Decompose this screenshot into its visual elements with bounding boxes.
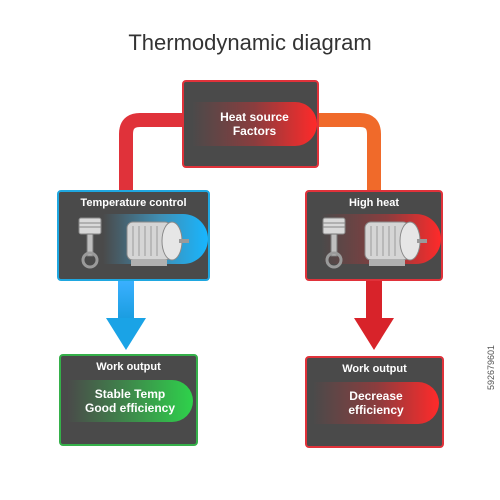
piston-motor-hot-icon <box>322 217 427 269</box>
heat-source-box: Heat source Factors <box>182 80 319 168</box>
connector-right <box>319 113 381 190</box>
heat-source-pill: Heat source Factors <box>192 102 317 146</box>
work-output-right-box: Work output Decrease efficiency <box>305 356 444 448</box>
work-output-left-label: Work output <box>96 361 161 373</box>
arrow-down-hot <box>354 281 394 350</box>
work-output-right-line2: efficiency <box>348 403 404 417</box>
work-output-right-label: Work output <box>342 363 407 375</box>
high-heat-box: High heat <box>305 190 443 281</box>
temperature-control-label: Temperature control <box>80 197 187 209</box>
temperature-control-box: Temperature control <box>57 190 210 281</box>
work-output-left-box: Work output Stable Temp Good efficiency <box>59 354 198 446</box>
work-output-right-pill: Decrease efficiency <box>313 382 439 424</box>
motor-icon <box>126 221 189 266</box>
work-output-left-line2: Good efficiency <box>84 401 176 415</box>
piston-icon <box>78 217 102 269</box>
work-output-left-line1: Stable Temp <box>94 386 166 401</box>
motor-icon <box>364 221 427 266</box>
connector-left <box>119 113 182 190</box>
piston-motor-icon <box>78 217 189 269</box>
piston-icon <box>322 217 346 269</box>
heat-source-line2: Factors <box>232 124 277 138</box>
stock-id: 592679601 <box>486 344 496 390</box>
heat-source-line1: Heat source <box>220 109 289 124</box>
work-output-right-line1: Decrease <box>349 388 403 403</box>
work-output-left-pill: Stable Temp Good efficiency <box>67 380 193 422</box>
diagram-title: Thermodynamic diagram <box>128 30 372 55</box>
arrow-down-cold <box>106 281 146 350</box>
high-heat-label: High heat <box>348 197 400 209</box>
